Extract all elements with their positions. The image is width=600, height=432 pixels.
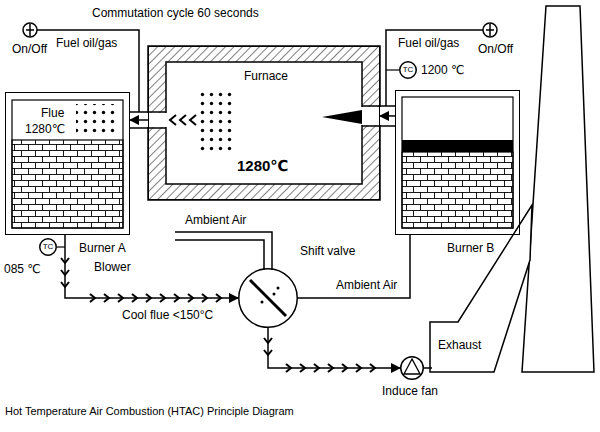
valve-dot (261, 301, 264, 304)
furnace-box: Furnace 1280℃ (148, 46, 380, 200)
flue-name: Flue (41, 106, 64, 120)
regenerator-bricks (402, 152, 513, 228)
air-label: Ambient Air (336, 278, 397, 292)
blower-label: Blower (94, 260, 131, 274)
regenerator-box: Flue1280℃Burner A (5, 92, 130, 235)
regenerator-grate (402, 140, 513, 152)
burner-flame (322, 110, 362, 124)
right-port-opening (360, 107, 382, 125)
furnace-wall (148, 46, 380, 200)
temperature-reading: 1280℃ (25, 122, 65, 136)
flow-line (298, 235, 410, 298)
temperature-reading: 085 ℃ (4, 262, 41, 276)
induce-fan-outline (401, 357, 424, 380)
thermocouple-stem (57, 246, 65, 247)
regenerator-box: Burner B (395, 90, 520, 235)
thermocouple-tag: TC (39, 242, 57, 252)
exhaust-duct: Exhaust (432, 330, 494, 372)
thermocouple-symbol: TC (399, 61, 417, 79)
flow-label: Cool flue <150°C (122, 308, 213, 322)
regenerator-bricks (12, 140, 123, 228)
right-port (362, 106, 395, 126)
flow-line (424, 367, 432, 369)
on-off-valve-mark (486, 24, 494, 36)
temperature-reading: 1280℃ (237, 157, 289, 175)
exhaust-duct-outline (430, 205, 532, 372)
switch-label: On/Off (12, 42, 47, 56)
ambient-air-pipe (175, 232, 272, 270)
regenerator-inner-wall (402, 97, 513, 228)
temperature-reading: 1200 ℃ (421, 63, 465, 77)
thermocouple-symbol-outline (40, 239, 57, 256)
air-label: Ambient Air (185, 213, 246, 227)
thermocouple-tag: TC (399, 65, 417, 75)
diagram-title: Commutation cycle 60 seconds (92, 6, 259, 20)
valve-flap (250, 280, 286, 316)
flow-line (130, 119, 148, 121)
flow-line (380, 115, 395, 117)
flue-dots (76, 104, 118, 136)
node-outline (400, 356, 424, 380)
shift-valve-outline (239, 269, 298, 328)
thermocouple-symbol-outline (400, 62, 417, 79)
regenerator-inner-wall (12, 100, 123, 228)
flue-dots (196, 90, 236, 153)
fuel-line (37, 30, 139, 112)
thermocouple-stem (386, 69, 399, 70)
fan-impeller-symbol (404, 359, 420, 374)
duct-name: Exhaust (438, 338, 481, 352)
valve-dot (273, 293, 276, 296)
fuel-label: Fuel oil/gas (398, 36, 459, 50)
on-off-valve-symbol (483, 23, 497, 37)
fuel-line (386, 30, 483, 106)
diagram-caption: Hot Temperature Air Combustion (HTAC) Pr… (5, 404, 294, 418)
flow-line (268, 328, 400, 368)
left-port-opening (146, 113, 168, 127)
shift-valve: Shift valve (238, 268, 298, 328)
valve-dot (277, 287, 280, 290)
burner-name: Burner A (79, 241, 126, 255)
furnace-name: Furnace (244, 69, 288, 83)
chimney (522, 6, 594, 372)
switch-label: On/Off (478, 42, 513, 56)
fan-name: Induce fan (382, 384, 438, 398)
flow-chevrons (170, 115, 196, 125)
thermocouple-symbol: TC (39, 238, 57, 256)
node-outline (238, 268, 298, 328)
burner-name: Burner B (447, 241, 494, 255)
induce-fan: Induce fan (400, 356, 424, 380)
valve-name: Shift valve (300, 244, 355, 258)
on-off-valve-mark (26, 24, 34, 36)
flow-line (65, 235, 238, 298)
fuel-label: Fuel oil/gas (56, 36, 117, 50)
on-off-valve-symbol (23, 23, 37, 37)
